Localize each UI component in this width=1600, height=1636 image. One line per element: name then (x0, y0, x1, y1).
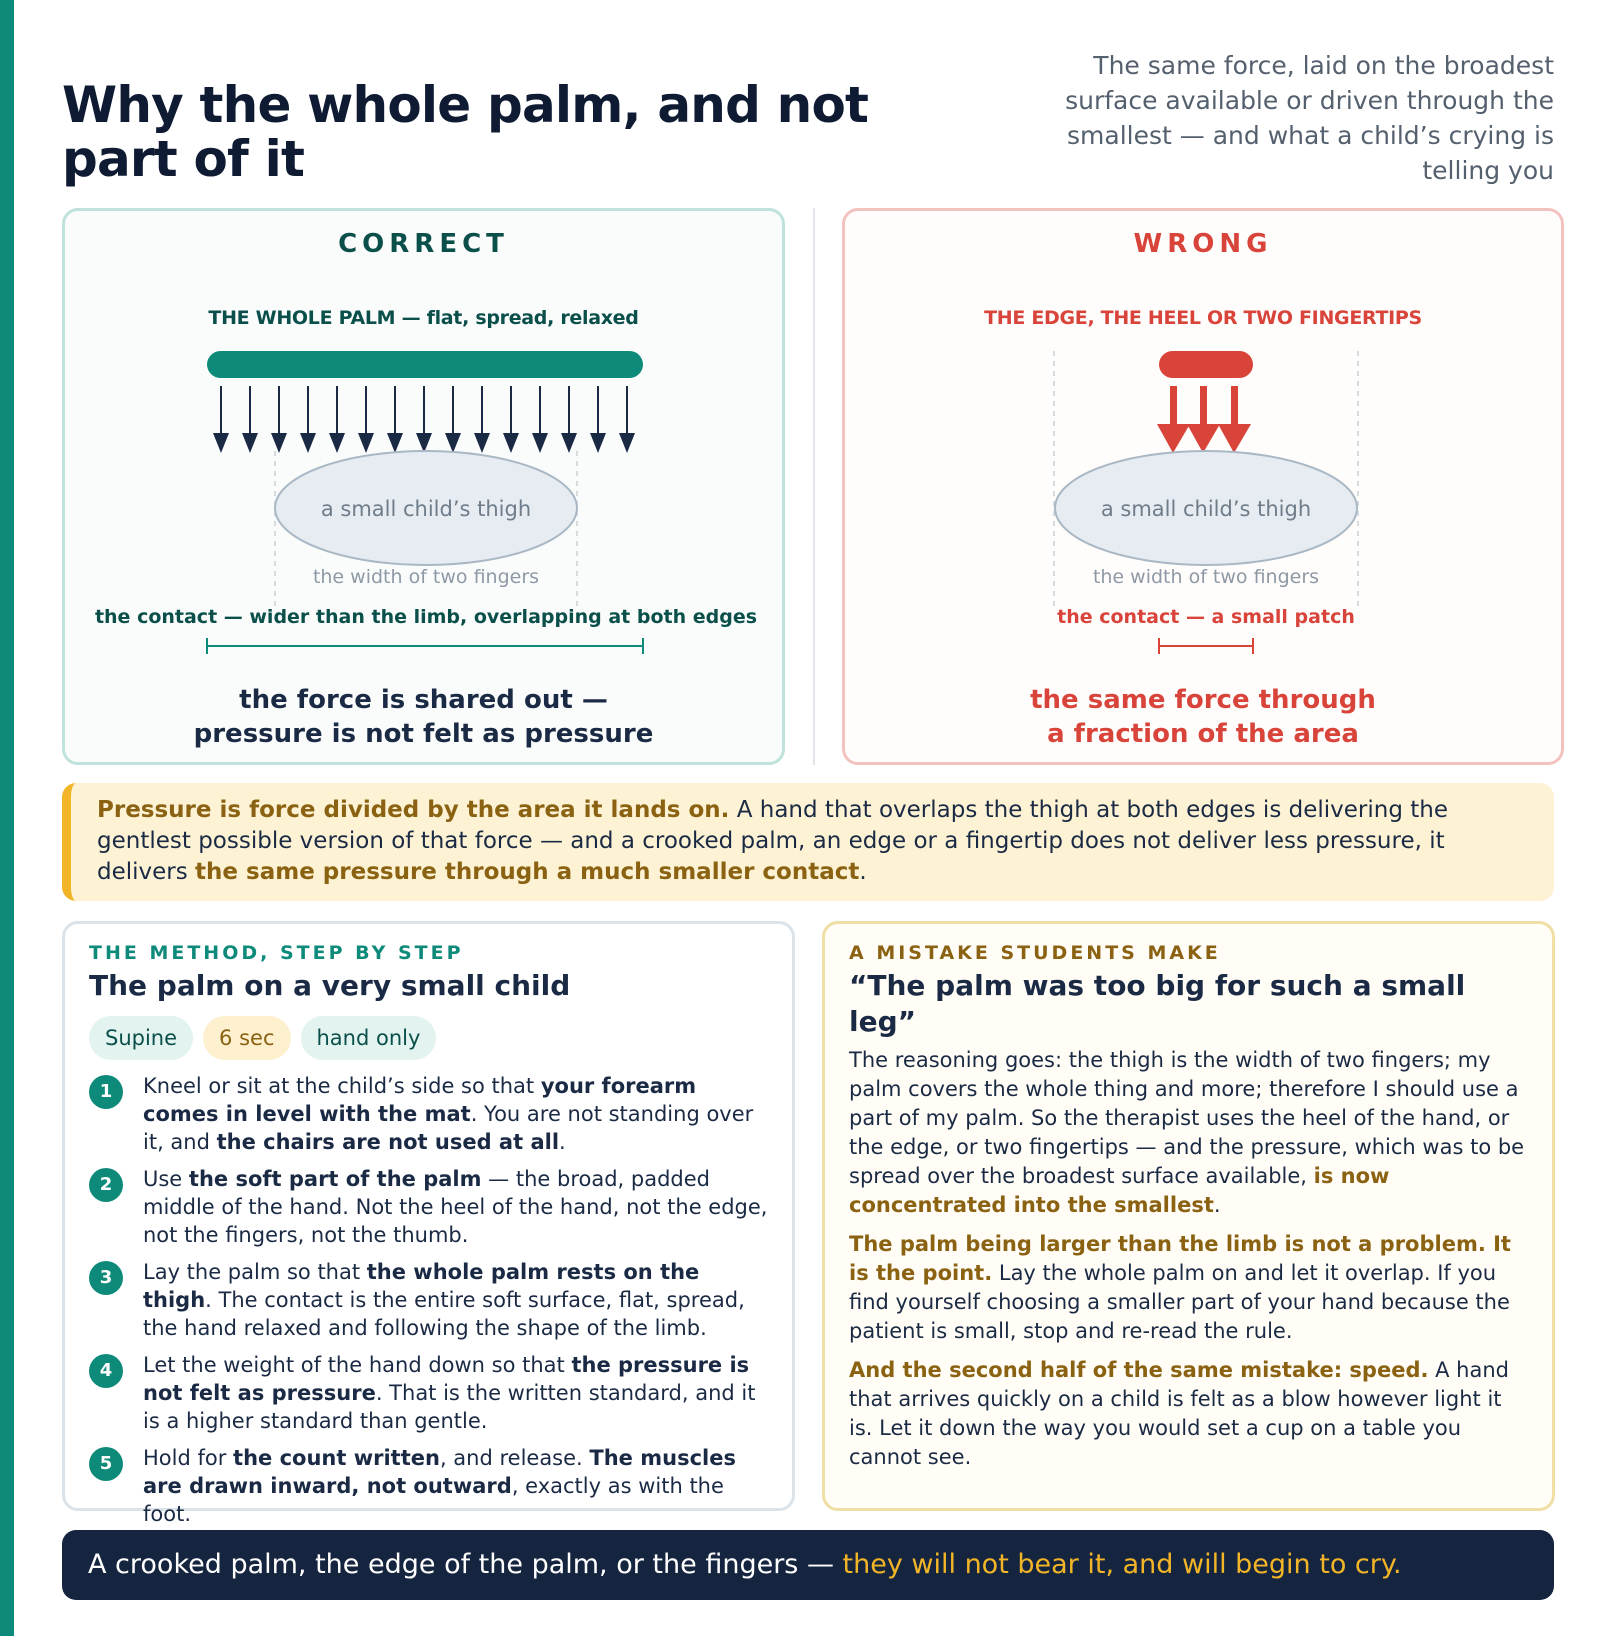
step-number-badge: 1 (89, 1075, 123, 1109)
correct-conclusion: the force is shared out — pressure is no… (193, 685, 654, 749)
mistake-kicker: A MISTAKE STUDENTS MAKE (849, 942, 1221, 964)
wrong-conclusion: the same force through a fraction of the… (1030, 685, 1376, 749)
correct-heading: CORRECT (338, 229, 509, 259)
wrong-panel: WRONG THE EDGE, THE HEEL OR TWO FINGERTI… (842, 208, 1564, 765)
thigh-label: a small child’s thigh (321, 497, 531, 521)
mistake-paragraph-reasoning: The reasoning goes: the thigh is the wid… (849, 1048, 1525, 1217)
step-item: 2 Use the soft part of the palm — the br… (89, 1165, 768, 1249)
step-item: 3 Lay the palm so that the whole palm re… (89, 1258, 768, 1342)
page-subtitle: The same force, laid on the broadest sur… (1065, 51, 1554, 185)
correct-panel: CORRECT THE WHOLE PALM — flat, spread, r… (62, 208, 785, 765)
whole-palm-bar (207, 351, 643, 378)
thigh-label: a small child’s thigh (1101, 497, 1311, 521)
method-card: THE METHOD, STEP BY STEP The palm on a v… (62, 921, 795, 1526)
pressure-arrows-concentrated (1157, 386, 1251, 453)
pressure-callout: Pressure is force divided by the area it… (62, 783, 1554, 901)
step-number-badge: 4 (89, 1354, 123, 1388)
thigh-ellipse (1054, 450, 1358, 566)
thigh-ellipse (274, 450, 578, 566)
step-number-badge: 5 (89, 1447, 123, 1481)
tag-duration: 6 sec (203, 1016, 291, 1060)
width-note: the width of two fingers (313, 566, 539, 588)
contact-span-small (1158, 638, 1254, 654)
step-number-badge: 3 (89, 1261, 123, 1295)
correct-palm-label: THE WHOLE PALM — flat, spread, relaxed (208, 307, 639, 329)
partial-palm-diagram: a small child’s thigh the width of two f… (1053, 351, 1359, 654)
contact-span-wide (206, 638, 644, 654)
page-title: Why the whole palm, and not part of it (62, 76, 869, 188)
mistake-title: “The palm was too big for such a small l… (849, 969, 1466, 1038)
method-steps: 1 Kneel or sit at the child’s side so th… (89, 1072, 768, 1528)
tag-position: Supine (89, 1016, 194, 1060)
step-item: 1 Kneel or sit at the child’s side so th… (89, 1072, 768, 1156)
method-tags: Supine 6 sec hand only (89, 1016, 768, 1060)
pressure-arrows-even (213, 386, 635, 453)
method-title: The palm on a very small child (89, 969, 571, 1002)
step-item: 4 Let the weight of the hand down so tha… (89, 1351, 768, 1435)
footer-banner: A crooked palm, the edge of the palm, or… (62, 1530, 1554, 1600)
tag-tool: hand only (300, 1016, 437, 1060)
step-item: 5 Hold for the count written, and releas… (89, 1444, 768, 1528)
width-note: the width of two fingers (1093, 566, 1319, 588)
wrong-heading: WRONG (1133, 229, 1273, 259)
contact-note: the contact — wider than the limb, overl… (95, 606, 757, 628)
panel-divider (813, 208, 815, 765)
left-accent-bar (0, 0, 14, 1636)
method-kicker: THE METHOD, STEP BY STEP (89, 942, 464, 964)
wrong-palm-label: THE EDGE, THE HEEL OR TWO FINGERTIPS (984, 307, 1422, 329)
step-number-badge: 2 (89, 1168, 123, 1202)
small-contact-bar (1159, 351, 1253, 378)
whole-palm-diagram: a small child’s thigh the width of two f… (95, 351, 757, 654)
contact-note: the contact — a small patch (1057, 606, 1355, 628)
mistake-paragraph-speed: And the second half of the same mistake:… (849, 1358, 1510, 1469)
mistake-card: A MISTAKE STUDENTS MAKE “The palm was to… (822, 921, 1555, 1511)
mistake-paragraph-rule: The palm being larger than the limb is n… (849, 1232, 1511, 1343)
